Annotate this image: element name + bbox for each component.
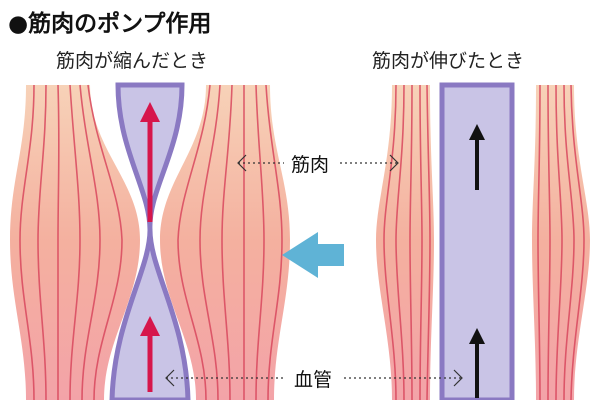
muscle-callout-lines bbox=[237, 154, 399, 172]
caption-relaxed: 筋肉が伸びたとき bbox=[372, 50, 525, 72]
muscle-right-relaxed-fibers bbox=[537, 84, 585, 400]
diagram-title: ●筋肉のポンプ作用 bbox=[8, 11, 212, 37]
transition-arrow bbox=[282, 232, 344, 278]
muscle-left-fibers bbox=[19, 84, 123, 400]
muscle-right-fibers bbox=[177, 84, 283, 400]
vessel-callout-lines bbox=[165, 369, 463, 387]
label-muscle: 筋肉 bbox=[287, 150, 334, 177]
muscle-left-relaxed-fibers bbox=[383, 84, 431, 400]
contracted-panel bbox=[10, 82, 290, 400]
muscle-right-relaxed bbox=[532, 85, 590, 400]
vessel-squeezed bbox=[109, 82, 191, 400]
relaxed-panel bbox=[376, 82, 590, 400]
label-vessel: 血管 bbox=[290, 365, 337, 392]
caption-contracted: 筋肉が縮んだとき bbox=[56, 50, 209, 72]
